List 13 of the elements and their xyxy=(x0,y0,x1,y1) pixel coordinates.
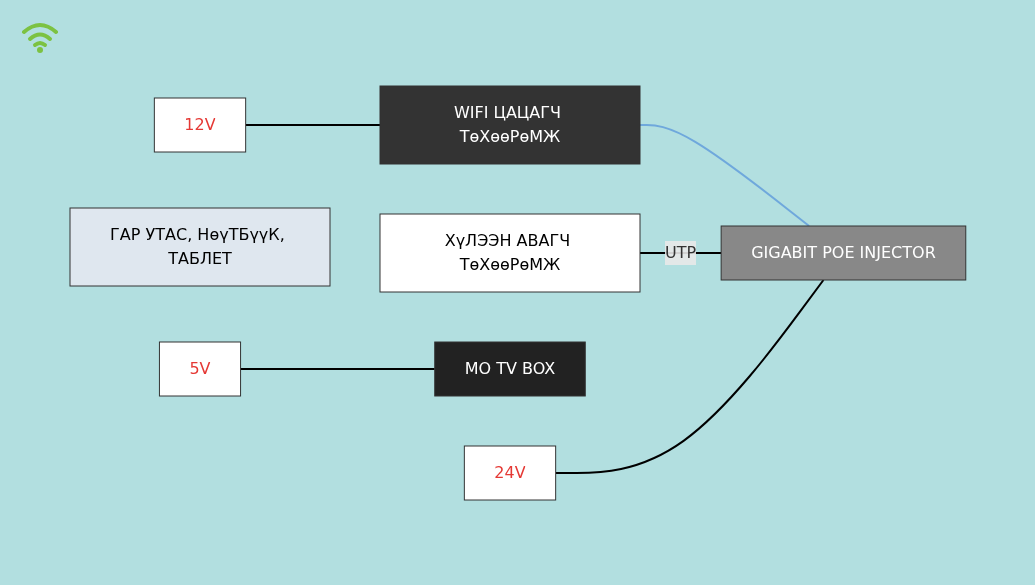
node-box: 5V xyxy=(158,341,241,396)
node-box: MO TV BOX xyxy=(433,341,586,396)
connector xyxy=(244,123,381,126)
node-box: 24V xyxy=(463,445,556,500)
edge-label: UTP xyxy=(664,242,696,262)
connector xyxy=(554,278,825,474)
connector xyxy=(239,367,436,370)
node-box: ХүЛЭЭН АВАГЧ ТөХөөРөМЖ xyxy=(379,213,641,292)
node-box: 12V xyxy=(153,97,246,152)
node-box: ГАР УТАС, НөүТБүүК, ТАБЛЕТ xyxy=(69,207,331,286)
node-box: WIFI ЦАЦАГЧ ТөХөөРөМЖ xyxy=(379,85,641,164)
connector xyxy=(638,123,810,227)
node-box: GIGABIT POE INJECTOR xyxy=(720,225,966,280)
